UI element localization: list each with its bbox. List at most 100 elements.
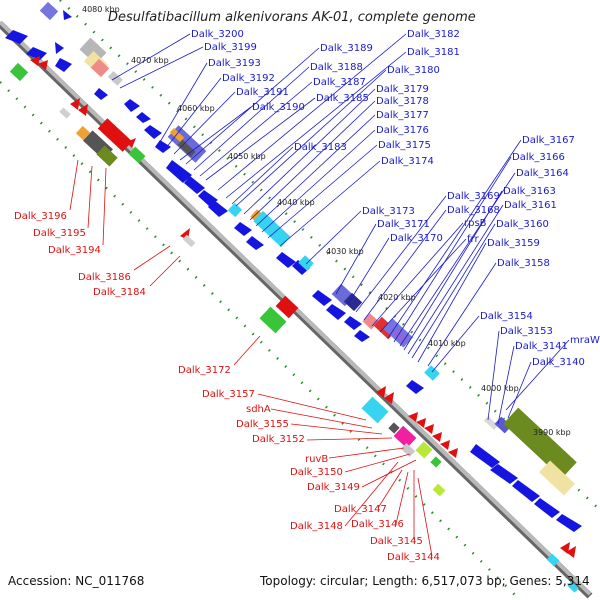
kbp-tick-label: 4020 kbp [378,293,416,302]
gene-label: Dalk_3158 [497,258,550,269]
gene-label: Dalk_3150 [290,467,343,478]
gene-label: Dalk_3178 [376,96,429,107]
gene-block [90,58,110,78]
gene-label: Dalk_3183 [294,142,347,153]
gene-label: Dalk_3180 [387,65,440,76]
gene-label: Dalk_3192 [222,73,275,84]
gene-label: Dalk_3194 [48,245,101,256]
kbp-tick-label: 4050 kbp [228,152,266,161]
gene-label: Dalk_3196 [14,211,67,222]
gene-label: Dalk_3193 [208,58,261,69]
gene-arrow [512,480,540,502]
gene-block [128,146,146,164]
kbp-tick-label: 4010 kbp [428,339,466,348]
gene-arrow [166,160,192,183]
gene-label: Dalk_3146 [351,519,404,530]
kbp-tick-label: 4030 kbp [326,247,364,256]
gene-label: Dalk_3152 [252,434,305,445]
gene-arrow [246,236,264,250]
gene-label: Dalk_3170 [390,233,443,244]
gene-block [39,1,59,21]
gene-label: Dalk_3141 [515,341,568,352]
gene-label: Dalk_3149 [307,482,360,493]
gene-arrow [78,104,88,116]
gene-label: Dalk_3159 [487,238,540,249]
kbp-tick-label: 4060 kbp [177,104,215,113]
gene-arrow [55,42,64,54]
upper-gene-labels: Dalk_3200Dalk_3199Dalk_3193Dalk_3192Dalk… [191,29,600,368]
gene-label: Dalk_3164 [516,168,569,179]
gene-label: Dalk_3195 [33,228,86,239]
gene-arrow [55,58,72,72]
gene-label: Dalk_3160 [496,219,549,230]
topology-text: Topology: circular; Length: 6,517,073 bp… [260,574,590,588]
gene-label: mraW [570,335,600,346]
gene-block [503,407,577,479]
gene-label: Dalk_3181 [407,47,460,58]
gene-label: Dalk_3147 [334,504,387,515]
gene-label: Dalk_3169 [447,191,500,202]
gene-arrow [155,140,171,153]
gene-arrow [432,432,442,442]
gene-label: Dalk_3174 [381,156,434,167]
gene-arrow [30,56,40,66]
gene-arrow [94,88,108,100]
gene-arrow [470,444,500,468]
gene-block [483,416,499,430]
gene-arrow [384,392,394,404]
minus-label-leaders [69,159,433,557]
gene-label: Dalk_3189 [320,43,373,54]
gene-block [97,118,133,152]
gene-label: Dalk_3177 [376,110,429,121]
gene-arrow [534,498,560,518]
gene-block [361,396,389,424]
gene-label: Dalk_3172 [178,365,231,376]
gene-label: Dalk_3190 [252,102,305,113]
kbp-tick-label: 4070 kbp [131,56,169,65]
gene-arrow [5,30,28,44]
gene-label: frr [467,234,479,245]
gene-arrow [408,412,418,422]
gene-block [343,292,363,312]
gene-label: Dalk_3166 [512,152,565,163]
gene-label: Dalk_3191 [236,87,289,98]
gene-label: Dalk_3155 [236,419,289,430]
lower-gene-labels: Dalk_3196Dalk_3195Dalk_3194Dalk_3186Dalk… [14,211,440,563]
gene-label: Dalk_3175 [378,140,431,151]
gene-block [432,483,446,497]
gene-block [59,107,71,119]
gene-label: Dalk_3186 [78,272,131,283]
gene-arrow [354,330,370,342]
gene-label: Dalk_3145 [370,536,423,547]
gene-arrow [424,424,434,434]
gene-block [430,456,442,468]
minus-strand-genes [9,56,579,593]
gene-block [9,62,29,82]
gene-block [275,295,299,319]
gene-arrow [234,222,252,236]
gene-label: Dalk_3153 [500,326,553,337]
gene-label: Dalk_3176 [376,125,429,136]
gene-arrow [144,125,162,139]
gene-label: rpsB [464,218,487,229]
gene-label: Dalk_3140 [532,357,585,368]
gene-label: Dalk_3168 [447,205,500,216]
gene-arrow [416,418,426,428]
gene-arrow [208,200,228,217]
gene-block [227,202,243,218]
gene-arrow [560,542,570,554]
gene-arrow [344,316,362,330]
gene-arrow [312,290,332,306]
gene-label: Dalk_3161 [504,200,557,211]
gene-arrow [70,98,80,110]
gene-arrow [448,448,458,458]
kbp-tick-label: 4080 kbp [82,5,120,14]
gene-block [182,234,196,248]
map-title: Desulfatibacillum alkenivorans AK-01, co… [108,10,476,25]
gene-label: Dalk_3171 [377,219,430,230]
gene-arrow [136,112,151,123]
gene-label: Dalk_3163 [503,186,556,197]
kbp-tick-label: 4000 kbp [481,384,519,393]
gene-arrow [38,60,48,70]
gene-label: Dalk_3182 [407,29,460,40]
